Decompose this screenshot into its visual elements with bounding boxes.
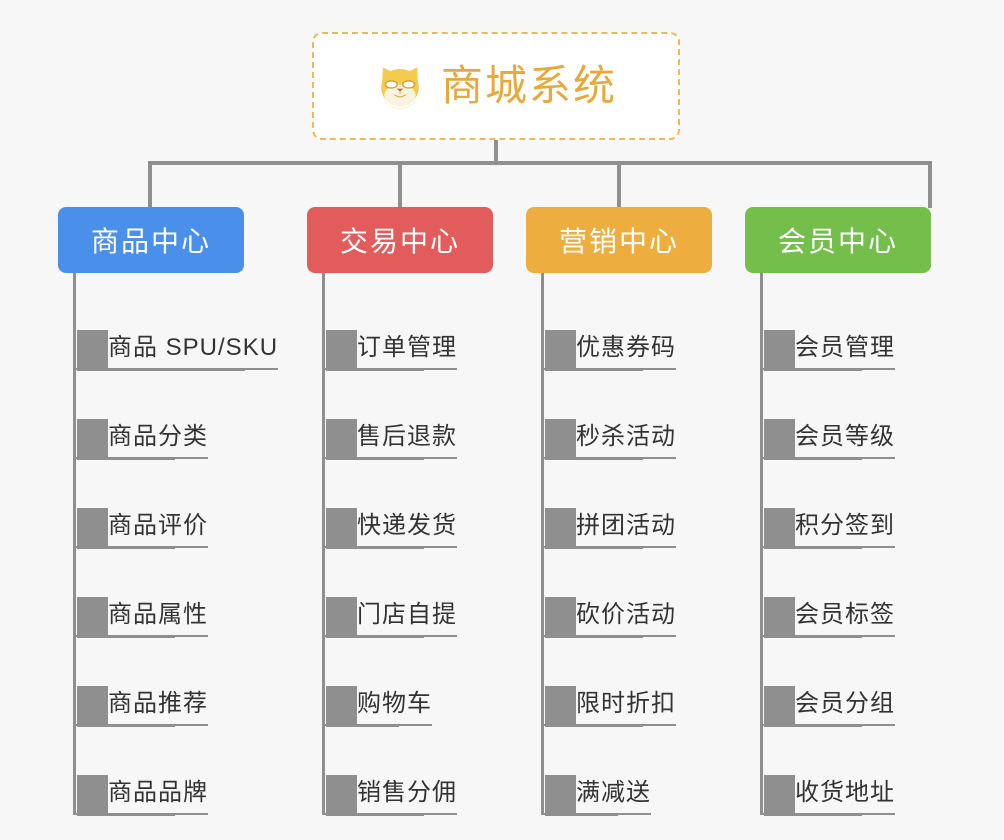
leaf-label: 收货地址 — [795, 772, 895, 815]
leaf-rule — [325, 457, 357, 459]
leaf-rule — [76, 813, 108, 815]
leaf-item[interactable]: 满减送 — [544, 726, 712, 815]
leaf-label: 拼团活动 — [576, 505, 676, 548]
leaf-item[interactable]: 优惠券码 — [544, 281, 712, 370]
leaf-label: 售后退款 — [357, 416, 457, 459]
leaf-item[interactable]: 拼团活动 — [544, 459, 712, 548]
leaf-item[interactable]: 商品推荐 — [76, 637, 244, 726]
leaf-label: 会员分组 — [795, 683, 895, 726]
leaf-item[interactable]: 秒杀活动 — [544, 370, 712, 459]
branch-header-marketing[interactable]: 营销中心 — [526, 207, 712, 273]
branch-header-trade[interactable]: 交易中心 — [307, 207, 493, 273]
leaf-rule — [763, 546, 795, 548]
leaf-rule — [763, 724, 795, 726]
leaf-label: 秒杀活动 — [576, 416, 676, 459]
branch-column-member: 会员中心 会员管理 会员等级 积分签到 会员标签 会员分组 收货地址 — [745, 207, 931, 815]
shiba-dog-icon — [381, 67, 419, 110]
leaf-label: 商品分类 — [108, 416, 208, 459]
leaf-rule — [76, 368, 108, 370]
leaf-item[interactable]: 会员分组 — [763, 637, 931, 726]
leaf-item[interactable]: 砍价活动 — [544, 548, 712, 637]
leaf-item[interactable]: 门店自提 — [325, 548, 493, 637]
leaf-item[interactable]: 销售分佣 — [325, 726, 493, 815]
leaf-label: 商品推荐 — [108, 683, 208, 726]
leaf-label: 砍价活动 — [576, 594, 676, 637]
leaf-label: 商品 SPU/SKU — [108, 327, 279, 370]
leaf-rule — [325, 813, 357, 815]
leaf-label: 销售分佣 — [357, 772, 457, 815]
branch-items-trade: 订单管理 售后退款 快递发货 门店自提 购物车 销售分佣 — [322, 273, 493, 815]
connector-stem — [494, 140, 498, 164]
leaf-rule — [325, 546, 357, 548]
leaf-item[interactable]: 收货地址 — [763, 726, 931, 815]
root-node[interactable]: 商城系统 — [312, 32, 680, 140]
root-label: 商城系统 — [440, 62, 617, 109]
leaf-rule — [544, 813, 576, 815]
leaf-rule — [763, 457, 795, 459]
branch-items-member: 会员管理 会员等级 积分签到 会员标签 会员分组 收货地址 — [760, 273, 931, 815]
leaf-rule — [76, 546, 108, 548]
leaf-label: 购物车 — [357, 683, 432, 726]
leaf-item[interactable]: 商品属性 — [76, 548, 244, 637]
leaf-item[interactable]: 商品 SPU/SKU — [76, 281, 279, 370]
leaf-rule — [763, 635, 795, 637]
leaf-label: 满减送 — [576, 772, 651, 815]
leaf-label: 商品属性 — [108, 594, 208, 637]
leaf-item[interactable]: 购物车 — [325, 637, 493, 726]
leaf-label: 会员管理 — [795, 327, 895, 370]
branch-header-product[interactable]: 商品中心 — [58, 207, 244, 273]
leaf-item[interactable]: 积分签到 — [763, 459, 931, 548]
leaf-label: 限时折扣 — [576, 683, 676, 726]
leaf-label: 会员标签 — [795, 594, 895, 637]
leaf-rule — [76, 635, 108, 637]
branch-header-label: 营销中心 — [558, 226, 679, 257]
branch-items-marketing: 优惠券码 秒杀活动 拼团活动 砍价活动 限时折扣 满减送 — [541, 273, 712, 815]
leaf-rule — [325, 635, 357, 637]
branch-column-marketing: 营销中心 优惠券码 秒杀活动 拼团活动 砍价活动 限时折扣 满减送 — [526, 207, 712, 815]
leaf-label: 会员等级 — [795, 416, 895, 459]
branch-header-member[interactable]: 会员中心 — [745, 207, 931, 273]
leaf-rule — [544, 457, 576, 459]
branch-header-label: 交易中心 — [339, 226, 460, 257]
branch-header-label: 商品中心 — [90, 226, 211, 257]
leaf-label: 快递发货 — [357, 505, 457, 548]
leaf-item[interactable]: 售后退款 — [325, 370, 493, 459]
leaf-rule — [76, 724, 108, 726]
leaf-rule — [763, 813, 795, 815]
leaf-label: 商品品牌 — [108, 772, 208, 815]
leaf-item[interactable]: 快递发货 — [325, 459, 493, 548]
leaf-rule — [325, 724, 357, 726]
leaf-rule — [325, 368, 357, 370]
leaf-item[interactable]: 限时折扣 — [544, 637, 712, 726]
leaf-label: 积分签到 — [795, 505, 895, 548]
leaf-item[interactable]: 商品分类 — [76, 370, 244, 459]
branch-column-trade: 交易中心 订单管理 售后退款 快递发货 门店自提 购物车 销售分佣 — [307, 207, 493, 815]
connector-drop-3 — [928, 161, 932, 208]
leaf-label: 订单管理 — [357, 327, 457, 370]
leaf-item[interactable]: 会员标签 — [763, 548, 931, 637]
leaf-rule — [544, 368, 576, 370]
leaf-label: 门店自提 — [357, 594, 457, 637]
leaf-item[interactable]: 商品评价 — [76, 459, 244, 548]
leaf-label: 商品评价 — [108, 505, 208, 548]
connector-drop-1 — [398, 161, 402, 208]
leaf-item[interactable]: 会员等级 — [763, 370, 931, 459]
connector-drop-0 — [148, 161, 152, 208]
leaf-item[interactable]: 订单管理 — [325, 281, 493, 370]
leaf-rule — [544, 635, 576, 637]
leaf-rule — [544, 724, 576, 726]
connector-drop-2 — [617, 161, 621, 208]
leaf-rule — [544, 546, 576, 548]
leaf-item[interactable]: 商品品牌 — [76, 726, 244, 815]
branch-column-product: 商品中心 商品 SPU/SKU 商品分类 商品评价 商品属性 商品推荐 商品品牌 — [58, 207, 279, 815]
leaf-label: 优惠券码 — [576, 327, 676, 370]
leaf-item[interactable]: 会员管理 — [763, 281, 931, 370]
connector-bus — [148, 161, 932, 165]
branch-items-product: 商品 SPU/SKU 商品分类 商品评价 商品属性 商品推荐 商品品牌 — [73, 273, 279, 815]
branch-header-label: 会员中心 — [777, 226, 898, 257]
leaf-rule — [76, 457, 108, 459]
leaf-rule — [763, 368, 795, 370]
